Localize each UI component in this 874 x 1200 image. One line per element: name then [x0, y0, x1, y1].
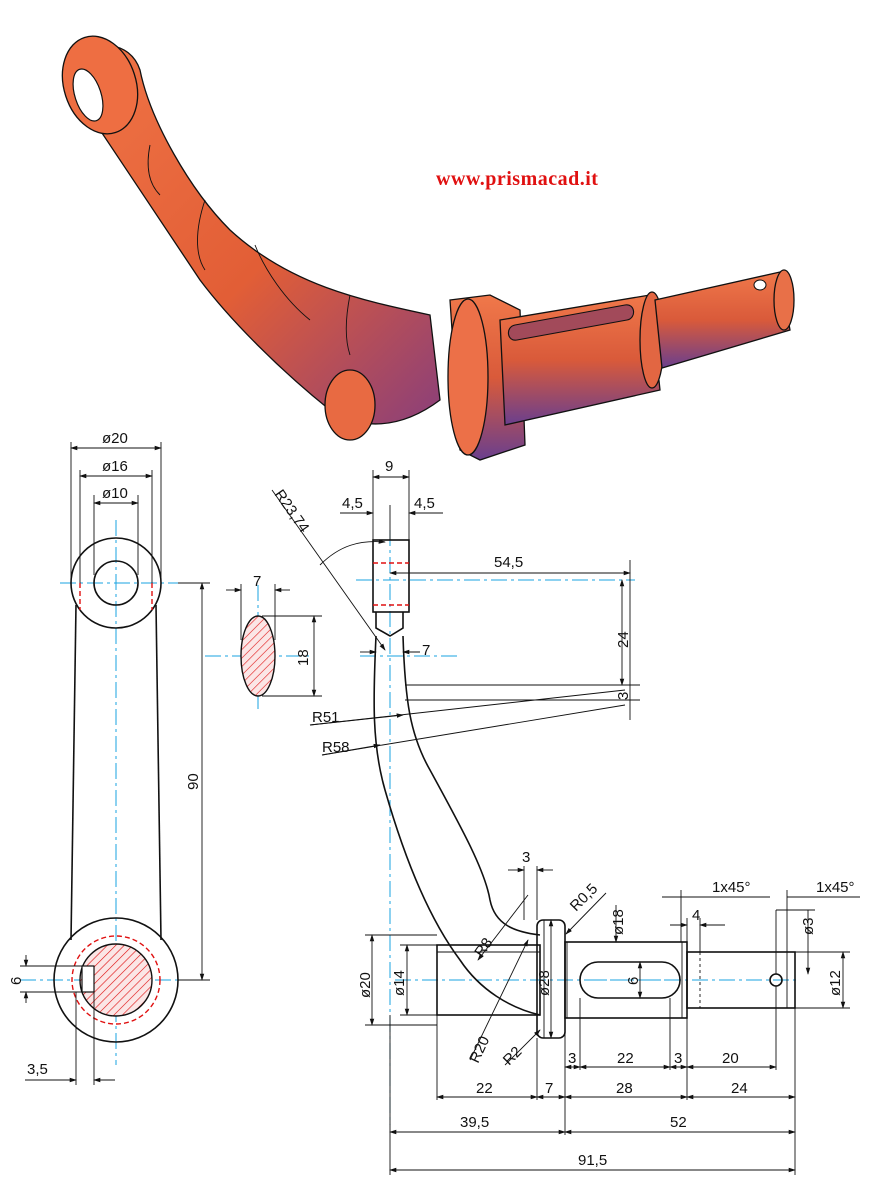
dim-neck-7: 7 [422, 642, 430, 659]
front-view-dimensions [20, 442, 210, 1085]
section-dimension-labels: 7 18 [253, 573, 312, 666]
dim-len-39-5: 39,5 [460, 1114, 489, 1131]
dim-slot-6: 6 [625, 977, 642, 985]
dim-offset-24: 24 [615, 631, 632, 648]
dim-total-91-5: 91,5 [578, 1152, 607, 1169]
dim-dia-18: ø18 [610, 909, 627, 935]
dim-length-90: 90 [185, 773, 202, 790]
dim-len-20: 20 [722, 1050, 739, 1067]
dim-radius-51: R51 [312, 709, 340, 726]
side-view-dimensions [271, 470, 860, 1175]
dim-dia-28: ø28 [536, 970, 553, 996]
dim-step-3-b: 3 [674, 1050, 682, 1067]
dim-section-width-7: 7 [253, 573, 261, 590]
dim-dia-20-hub: ø20 [357, 972, 374, 998]
dim-radius-20: R20 [466, 1034, 493, 1066]
dim-offset-54-5: 54,5 [494, 554, 523, 571]
dim-radius-8: R8 [471, 935, 496, 960]
dim-len-22-b: 22 [476, 1080, 493, 1097]
dim-step-3-a: 3 [568, 1050, 576, 1067]
dim-dia-12: ø12 [827, 970, 844, 996]
side-view-dimension-labels: 9 4,5 4,5 R23,74 54,5 24 3 7 R51 R58 3 R… [271, 458, 855, 1169]
dim-half-4-5-left: 4,5 [342, 495, 363, 512]
dim-slot-4: 4 [692, 907, 700, 924]
dim-len-28: 28 [616, 1080, 633, 1097]
dim-step-3-top: 3 [522, 849, 530, 866]
arm-section-view [205, 584, 322, 712]
dim-offset-3: 3 [615, 692, 632, 700]
part-3d-render [61, 35, 795, 461]
dim-dia-10-front: ø10 [102, 485, 128, 502]
dim-section-height-18: 18 [295, 649, 312, 666]
dim-dia-20-front: ø20 [102, 430, 128, 447]
dim-radius-23-74: R23,74 [271, 487, 313, 536]
side-view [356, 530, 800, 1125]
dim-dia-16-front: ø16 [102, 458, 128, 475]
dim-chamfer-left: 1x45° [712, 879, 751, 896]
dim-dia-14: ø14 [391, 970, 408, 996]
dim-len-7: 7 [545, 1080, 553, 1097]
dim-chamfer-right: 1x45° [816, 879, 855, 896]
dim-dia-3: ø3 [800, 917, 817, 935]
dim-half-4-5-right: 4,5 [414, 495, 435, 512]
dim-key-6: 6 [8, 977, 25, 985]
dim-radius-0-5: R0,5 [567, 880, 601, 914]
dim-key-3-5: 3,5 [27, 1061, 48, 1078]
dim-len-52: 52 [670, 1114, 687, 1131]
front-view [20, 520, 200, 1065]
dim-width-9: 9 [385, 458, 393, 475]
front-view-dimension-labels: ø20 ø16 ø10 90 6 3,5 [8, 430, 202, 1078]
dim-len-22-a: 22 [617, 1050, 634, 1067]
dim-radius-58: R58 [322, 739, 350, 756]
dim-len-24: 24 [731, 1080, 748, 1097]
website-url[interactable]: www.prismacad.it [436, 168, 599, 190]
dim-radius-2: R2 [500, 1043, 526, 1069]
